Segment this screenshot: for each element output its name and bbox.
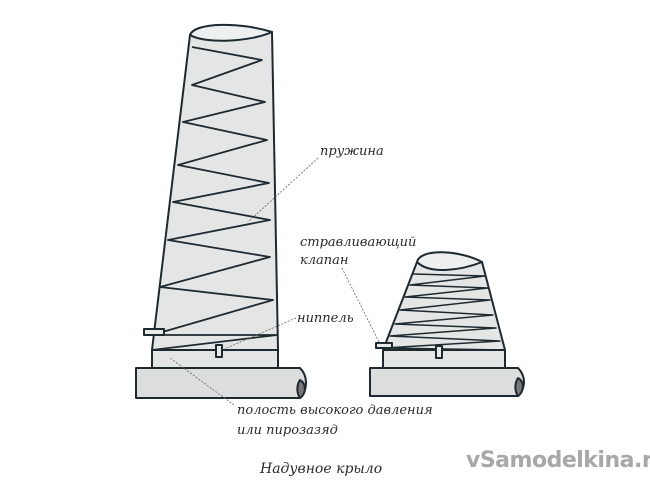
small-wing-top (416, 251, 483, 271)
nipple-label: ниппель (297, 311, 354, 326)
caption: Надувное крыло (260, 461, 383, 477)
small-wing-nipple (435, 345, 443, 359)
valve-label-line2: клапан (300, 253, 349, 268)
cavity-label-line1: полость высокого давления (237, 403, 433, 418)
watermark: vSamodelkina.ru (466, 448, 650, 473)
cavity-label-line2: или пирозазяд (237, 423, 338, 438)
tall-wing-nipple (215, 344, 223, 358)
valve-label-line1: стравливающий (300, 235, 417, 250)
small-wing-valve (375, 342, 393, 349)
cavity-leader (169, 357, 235, 406)
tall-wing-spring (151, 46, 278, 351)
valve-leader (341, 267, 381, 345)
spring-leader (247, 157, 319, 223)
tall-wing-valve (143, 328, 165, 336)
small-wing-base (369, 367, 525, 397)
small-wing-spring (384, 273, 506, 351)
tall-wing-base (135, 367, 307, 399)
nipple-leader (221, 317, 297, 351)
tall-wing-top (189, 23, 273, 42)
spring-label: пружина (320, 144, 384, 159)
